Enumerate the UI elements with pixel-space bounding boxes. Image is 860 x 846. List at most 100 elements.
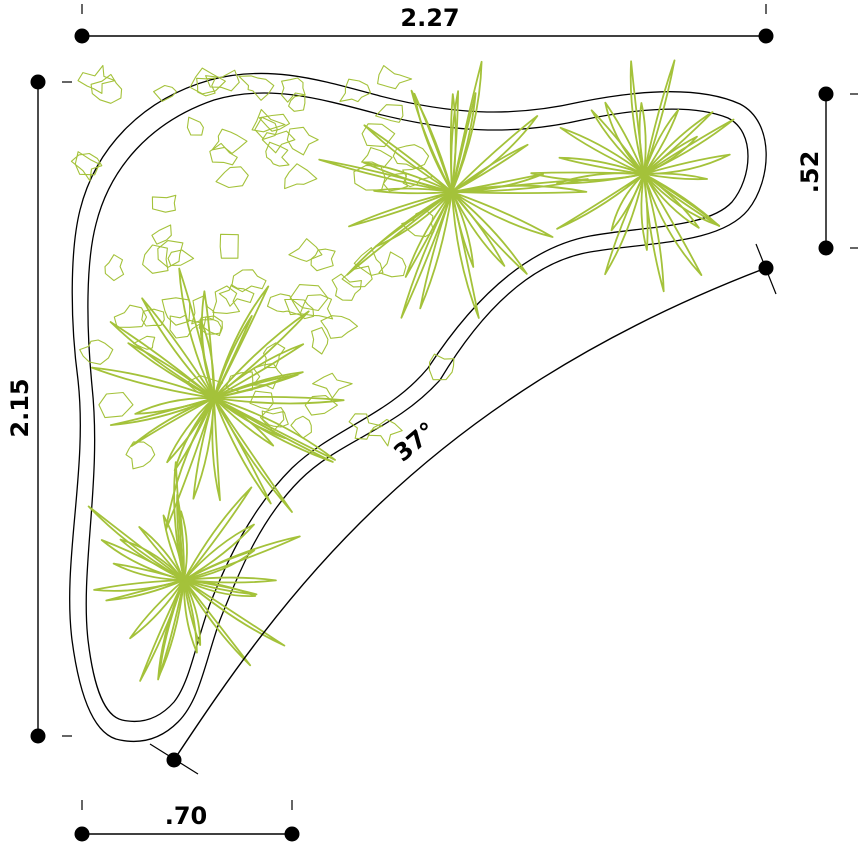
plant-leaf (157, 579, 185, 681)
plant-leaf (643, 118, 735, 175)
groundcover-patch (286, 126, 319, 156)
groundcover-patch (299, 294, 334, 320)
plant-top-right (530, 59, 735, 293)
groundcover-patch (361, 123, 396, 148)
groundcover-patch (341, 265, 373, 288)
plant-leaf (643, 173, 703, 276)
plant-leaf (451, 184, 588, 195)
groundcover-patch (77, 64, 116, 94)
groundcover-patch (392, 144, 430, 170)
plant-leaf (183, 579, 202, 646)
plant-leaf (119, 538, 185, 581)
plant-leaf (183, 523, 255, 581)
groundcover-patch (189, 67, 226, 95)
plant-leaf (451, 115, 539, 193)
plant-leaf (192, 397, 215, 500)
plant-leaf (451, 92, 477, 193)
plant-leaf (183, 579, 258, 596)
groundcover-patch (151, 194, 177, 213)
groundcover-patch (304, 395, 338, 416)
dimension-left-endpoint-top (30, 74, 46, 90)
plant-leaf (643, 108, 680, 175)
plant-leaf (213, 285, 270, 399)
plant-leaf (183, 549, 256, 581)
groundcover-patch (252, 362, 285, 390)
groundcover-patch (320, 315, 359, 339)
groundcover-patch (151, 224, 172, 245)
plant-leaf (134, 397, 215, 415)
groundcover-patch (198, 315, 223, 335)
plant-leaf (590, 109, 645, 175)
plant-leaf (451, 173, 544, 193)
groundcover-patch (157, 240, 184, 268)
plant-leaf (183, 576, 277, 584)
plant-leaf (410, 89, 453, 193)
groundcover-patch (161, 297, 191, 326)
groundcover-patch (312, 372, 353, 399)
plant-bottom-left (87, 461, 301, 682)
plant-leaf (213, 373, 299, 399)
groundcover-patch (284, 163, 318, 190)
plant-leaf (638, 102, 647, 175)
plant-leaf (91, 366, 215, 399)
dimension-right-endpoint-top (818, 86, 834, 102)
plant-leaf (183, 486, 253, 581)
plant-leaf (643, 173, 700, 229)
plant-leaf (87, 505, 185, 581)
plant-leaf (451, 191, 506, 267)
dimension-angle-endpoint-end (758, 260, 774, 276)
groundcover-patch (290, 415, 312, 439)
plant-leaf (449, 93, 457, 193)
plant-leaf (213, 310, 310, 399)
plant-leaf (451, 191, 554, 238)
groundcover-patch (142, 244, 169, 274)
dimension-right: .52 (796, 86, 858, 256)
dimension-bottom-endpoint-left (74, 826, 90, 842)
plant-leaf (109, 321, 215, 399)
dimension-right-endpoint-bottom (818, 240, 834, 256)
groundcover-patch (98, 391, 134, 419)
plant-leaf (451, 191, 480, 319)
plant-leaf (213, 395, 345, 405)
plant-leaf (451, 143, 529, 193)
groundcover-patch (378, 251, 407, 278)
groundcover-patch (218, 284, 255, 307)
groundcover-patch (280, 77, 306, 103)
plant-leaf (213, 315, 253, 399)
dimension-angle-endpoint-start (166, 752, 182, 768)
plant-leaf (362, 161, 453, 193)
plant-leaf (558, 156, 645, 175)
dimension-bottom-label: .70 (165, 802, 208, 830)
plant-leaf (162, 514, 185, 581)
plant-leaf (166, 397, 215, 464)
plant-leaf (363, 124, 453, 193)
groundcover-patch (104, 254, 125, 282)
groundcover-patch (401, 209, 435, 238)
groundcover-patch (311, 326, 329, 355)
plant-leaf (179, 510, 188, 581)
plant-leaf (556, 172, 645, 185)
plant-leaf (213, 397, 293, 513)
plant-leaf (129, 579, 185, 640)
groundcover-patch (249, 390, 274, 410)
plant-leaf (451, 60, 483, 193)
groundcover-patch (209, 142, 238, 166)
plant-leaf (610, 173, 645, 232)
groundcover-patch (377, 65, 413, 90)
plant-leaf (127, 342, 215, 399)
groundcover-patch (153, 84, 178, 102)
plant-leaf (559, 126, 645, 175)
plant-leaf (640, 173, 649, 251)
groundcover-patch (331, 273, 362, 301)
plant-leaf (604, 173, 645, 276)
groundcover-patch (79, 339, 114, 365)
dimension-bottom: .70 (74, 800, 300, 842)
dimension-top-endpoint-left (74, 28, 90, 44)
plant-leaf (643, 153, 731, 175)
dimension-right-label: .52 (796, 151, 824, 194)
groundcover-patch (90, 73, 123, 104)
groundcover-patch (265, 141, 290, 167)
plant-leaf (141, 297, 215, 399)
